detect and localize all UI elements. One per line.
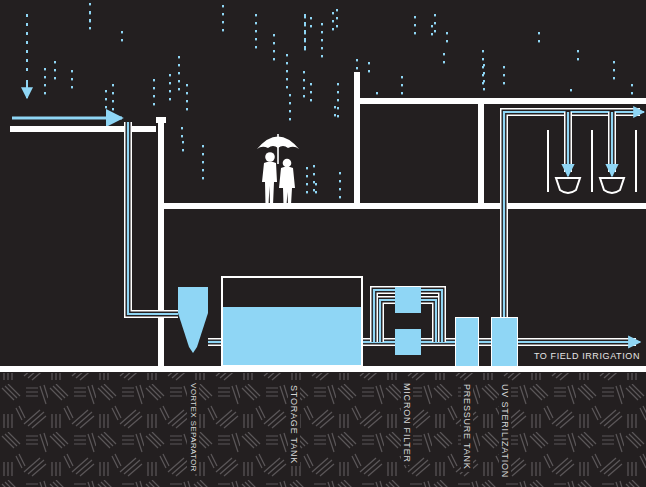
people-with-umbrella (257, 134, 299, 205)
component-label: MICRON FILTER (401, 381, 413, 465)
component-label: PRESSURE TANK (461, 382, 473, 472)
pipe-connector (362, 342, 371, 343)
urinal-fixtures (548, 130, 636, 193)
component-label: STORAGE TANK (288, 383, 300, 466)
vortex-shape (178, 287, 208, 353)
downpipe (128, 122, 178, 314)
irrigation-pipe (518, 342, 640, 343)
vortex-separator: VORTEX SEPARATOR (178, 287, 208, 353)
micron-filter: MICRON FILTER (370, 284, 446, 358)
filter-pair (370, 284, 446, 358)
water-fill (223, 307, 361, 365)
pipe-connector (478, 342, 492, 343)
component-label: VORTEX SEPARATOR (187, 381, 199, 474)
ground-hatch (0, 373, 646, 487)
storage-tank: STORAGE TANK (221, 276, 363, 367)
component-label: UV STERILIZATION (499, 382, 511, 480)
rain-arrow (26, 80, 28, 98)
roof-runoff-arrow (12, 117, 122, 120)
uv-sterilizer: UV STERILIZATION (491, 317, 518, 367)
supply-pipe (504, 110, 644, 317)
pressure-tank: PRESSURE TANK (455, 317, 479, 367)
pipe-label: TO FIELD IRRIGATION (532, 351, 642, 362)
pipe-connector (207, 342, 222, 343)
building-walls (10, 72, 646, 368)
